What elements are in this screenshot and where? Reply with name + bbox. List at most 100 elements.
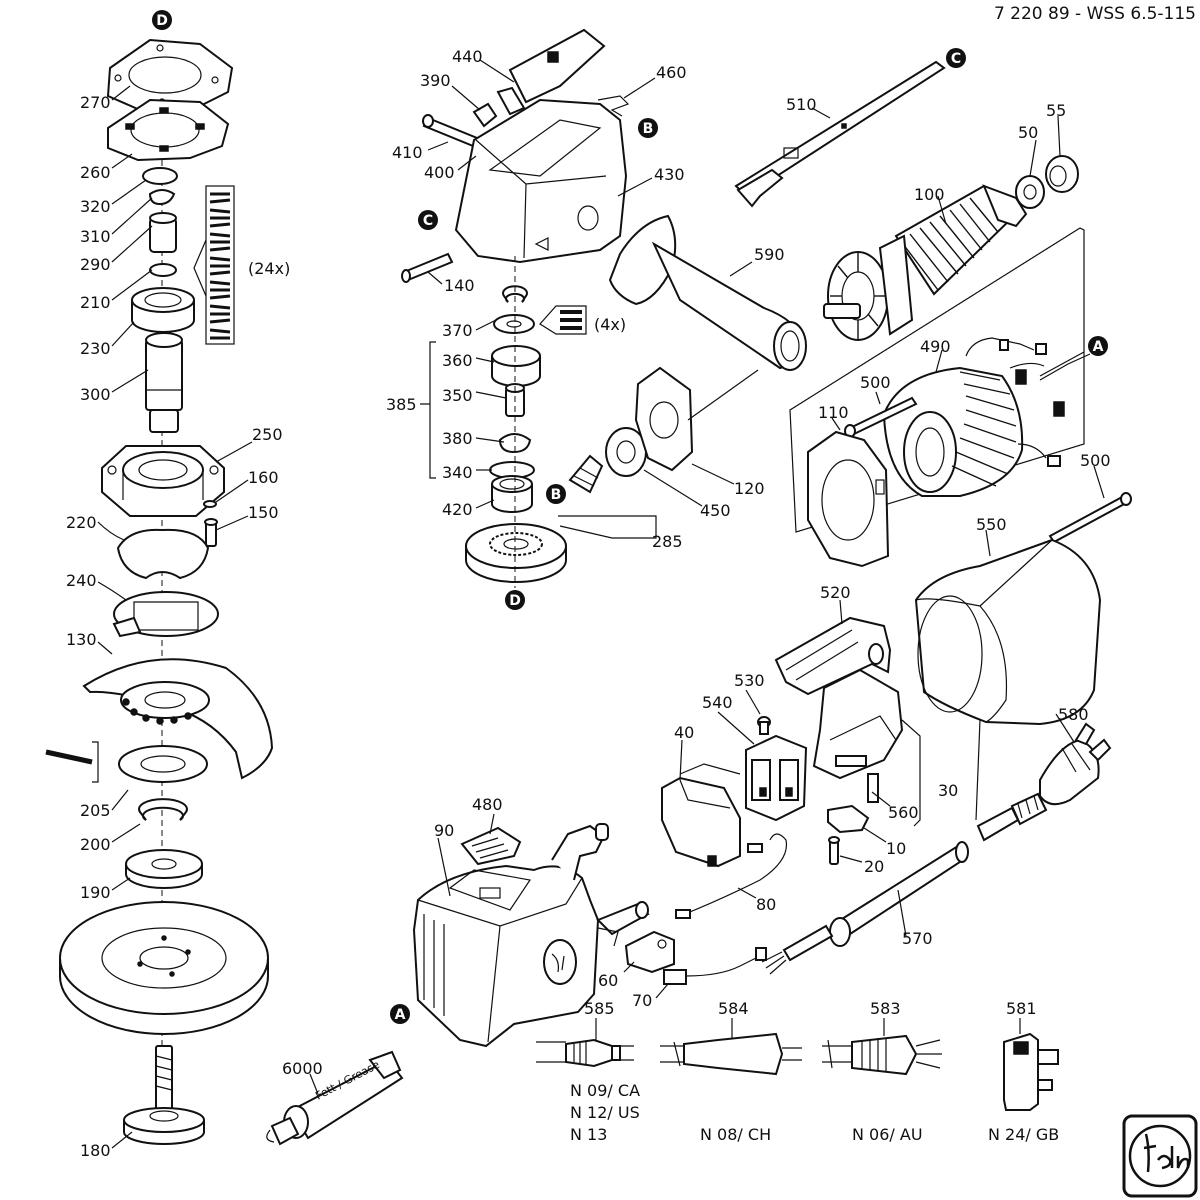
part-380-spring <box>498 433 532 454</box>
callout-D-mid: D <box>505 590 525 610</box>
variant-581: N 24/ GB <box>988 1125 1059 1144</box>
left-assembly: 270 260 320 310 290 210 230 300 250 160 … <box>45 38 290 1160</box>
label-570: 570 <box>902 929 933 948</box>
brand-logo-icon <box>1122 1114 1198 1198</box>
label-160: 160 <box>248 468 279 487</box>
motor-assembly: 510 50 55 100 490 500 110 500 <box>734 60 1132 568</box>
callout-C-left: C <box>418 210 438 230</box>
label-310: 310 <box>80 227 111 246</box>
part-460-spring <box>597 95 630 117</box>
part-540-switch <box>745 734 808 822</box>
part-310-clip <box>148 189 176 206</box>
svg-text:C: C <box>951 51 961 67</box>
label-490: 490 <box>920 337 951 356</box>
label-370: 370 <box>442 321 473 340</box>
document-id: 7 220 89 - WSS 6.5-115 <box>994 4 1196 24</box>
part-490-field-coil <box>882 337 1091 497</box>
label-440: 440 <box>452 47 483 66</box>
part-480-slide-button <box>460 826 522 866</box>
part-200-circlip <box>138 798 188 821</box>
label-220: 220 <box>66 513 97 532</box>
label-540: 540 <box>702 693 733 712</box>
plug-585: 585 N 09/ CA N 12/ US N 13 <box>536 999 640 1144</box>
label-320: 320 <box>80 197 111 216</box>
part-210-washer <box>149 263 177 277</box>
label-385: 385 <box>386 395 417 414</box>
part-160-washer <box>203 500 217 508</box>
plug-variants: 585 N 09/ CA N 12/ US N 13 584 N 08/ CH … <box>536 999 1059 1144</box>
part-420-needle-bearing <box>491 475 533 513</box>
label-200: 200 <box>80 835 111 854</box>
left-leader-lines <box>97 85 253 1149</box>
label-180: 180 <box>80 1141 111 1160</box>
label-6000: 6000 <box>282 1059 323 1078</box>
part-150-screw <box>204 518 218 547</box>
label-400: 400 <box>424 163 455 182</box>
label-50: 50 <box>1018 123 1038 142</box>
label-230: 230 <box>80 339 111 358</box>
part-580-plug-with-cable <box>976 722 1112 842</box>
part-brush-strip-24x <box>193 185 235 345</box>
label-250: 250 <box>252 425 283 444</box>
callout-B-top: B <box>638 118 658 138</box>
label-580: 580 <box>1058 705 1089 724</box>
part-240-clamp-ring <box>112 591 219 638</box>
label-520: 520 <box>820 583 851 602</box>
label-581: 581 <box>1006 999 1037 1018</box>
label-150: 150 <box>248 503 279 522</box>
label-190: 190 <box>80 883 111 902</box>
label-120: 120 <box>734 479 765 498</box>
label-380: 380 <box>442 429 473 448</box>
part-180-knob-screw <box>123 1045 205 1145</box>
label-350: 350 <box>442 386 473 405</box>
middle-leader-lines <box>420 59 759 539</box>
variant-585-line-3: N 13 <box>570 1125 607 1144</box>
part-140-screw <box>401 252 454 283</box>
callout-B-pinion: B <box>546 484 566 504</box>
svg-text:B: B <box>643 121 654 137</box>
part-205-flange <box>118 745 208 783</box>
variant-585-line-2: N 12/ US <box>570 1103 640 1122</box>
label-510: 510 <box>786 95 817 114</box>
label-584: 584 <box>718 999 749 1018</box>
plug-581: 581 N 24/ GB <box>988 999 1059 1144</box>
label-285: 285 <box>652 532 683 551</box>
label-480: 480 <box>472 795 503 814</box>
label-360: 360 <box>442 351 473 370</box>
variant-584: N 08/ CH <box>700 1125 771 1144</box>
svg-text:D: D <box>156 13 168 29</box>
label-270: 270 <box>80 93 111 112</box>
housing-electrical-assembly: Fett / Grease 520 550 530 540 40 580 3 <box>266 515 1112 1146</box>
variant-585-line-1: N 09/ CA <box>570 1081 640 1100</box>
label-70: 70 <box>632 991 652 1010</box>
label-20: 20 <box>864 857 884 876</box>
part-320-retaining-ring <box>142 167 178 185</box>
label-4x: (4x) <box>594 315 626 334</box>
part-560-spring <box>867 773 879 803</box>
gear-head-assembly: 440 390 410 400 460 430 140 370 (4x) 360… <box>386 28 807 588</box>
part-300-spindle <box>145 332 183 433</box>
label-560: 560 <box>888 803 919 822</box>
label-30: 30 <box>938 781 958 800</box>
label-140: 140 <box>444 276 475 295</box>
label-500-a: 500 <box>860 373 891 392</box>
part-pinion-gear <box>568 454 604 494</box>
part-30-switch-carrier <box>812 668 904 780</box>
part-430-gear-head <box>454 98 628 264</box>
label-110: 110 <box>818 403 849 422</box>
lower-leader-lines <box>309 529 1075 1095</box>
part-70-wire <box>663 947 767 985</box>
callout-A-right: A <box>1088 336 1108 356</box>
label-590: 590 <box>754 245 785 264</box>
label-40: 40 <box>674 723 694 742</box>
part-110-fan-baffle <box>807 430 890 568</box>
variant-583: N 06/ AU <box>852 1125 923 1144</box>
label-205: 205 <box>80 801 111 820</box>
label-340: 340 <box>442 463 473 482</box>
label-585: 585 <box>584 999 615 1018</box>
part-570-cable-sleeve <box>829 841 969 947</box>
label-130: 130 <box>66 630 97 649</box>
part-270-cover-plate <box>106 38 234 112</box>
part-590-side-handle <box>608 214 807 371</box>
part-60-terminal-clamp <box>624 930 675 974</box>
